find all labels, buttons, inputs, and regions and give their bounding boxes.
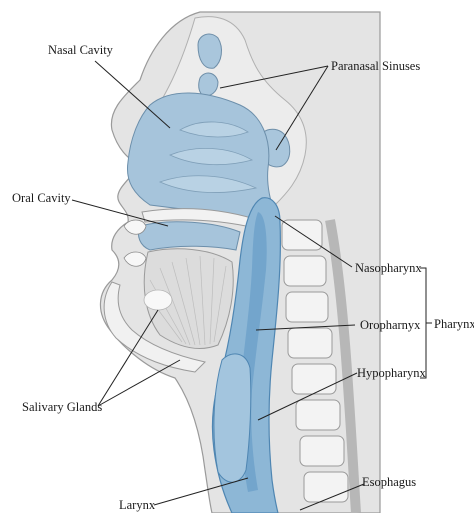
pharynx-bracket — [420, 268, 432, 378]
label-paranasal-sinuses: Paranasal Sinuses — [331, 60, 420, 73]
label-oropharynx: Oropharnyx — [360, 319, 420, 332]
label-nasal-cavity: Nasal Cavity — [48, 44, 113, 57]
label-pharynx: Pharynx — [434, 318, 474, 331]
label-esophagus: Esophagus — [362, 476, 416, 489]
label-larynx: Larynx — [119, 499, 155, 512]
leader-salivary-2 — [98, 360, 180, 406]
label-hypopharynx: Hypopharynx — [357, 367, 426, 380]
label-oral-cavity: Oral Cavity — [12, 192, 71, 205]
larynx-shape — [214, 354, 251, 482]
label-nasopharynx: Nasopharynx — [355, 262, 422, 275]
label-salivary-glands: Salivary Glands — [22, 401, 102, 414]
salivary-gland — [144, 290, 172, 310]
